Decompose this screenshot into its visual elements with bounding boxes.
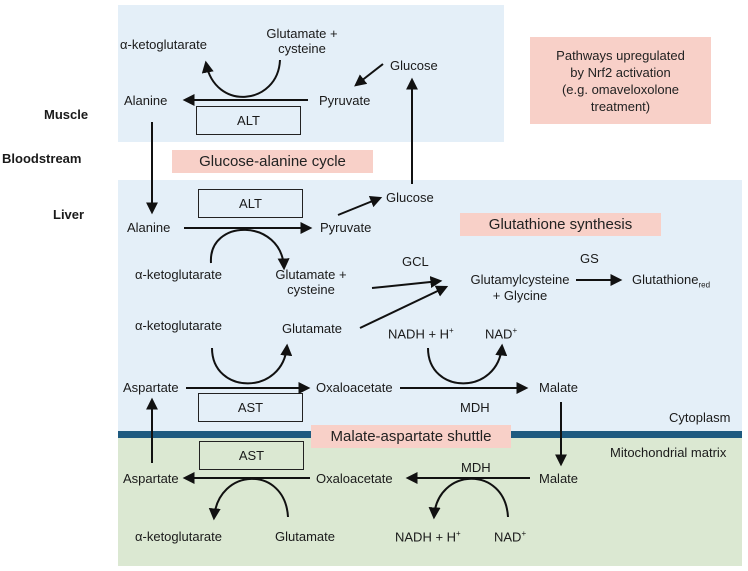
mito-mdh: MDH [461, 460, 491, 475]
cyto-aspartate: Aspartate [123, 380, 179, 395]
liver-nadh-sup: + [449, 326, 454, 335]
liver-nadh-text: NADH + H [388, 326, 450, 342]
legend-line-3: (e.g. omaveloxolone [561, 81, 680, 97]
liver-nadh: NADH + H+ [388, 326, 454, 341]
cyto-mdh: MDH [460, 400, 490, 415]
liver-glutamate-cysteine-line1: Glutamate + [275, 267, 347, 282]
label-liver: Liver [53, 207, 85, 222]
enzyme-ast-mito: AST [199, 441, 304, 470]
glutamylcysteine-line1: Glutamylcysteine [470, 272, 570, 287]
muscle-alanine: Alanine [124, 93, 168, 108]
cyto-oxaloacetate: Oxaloacetate [316, 380, 393, 395]
glutamylcysteine-line2: + Glycine [492, 288, 548, 303]
glutathione-red: Glutathionered [632, 272, 710, 290]
liver-nad-sup: + [512, 326, 518, 335]
glutamylcysteine-glycine: Glutamylcysteine + Glycine [460, 272, 580, 304]
mito-nad: NAD+ [494, 529, 526, 544]
liver-alanine: Alanine [127, 220, 171, 235]
muscle-compartment [118, 5, 504, 142]
muscle-glutamate-cysteine-line1: Glutamate + [266, 26, 338, 41]
liver-glutamate-cysteine-line2: cysteine [287, 282, 335, 297]
mito-nad-sup: + [521, 529, 527, 538]
glucose-alanine-cycle-label: Glucose-alanine cycle [172, 150, 373, 173]
enzyme-ast-cytoplasm: AST [198, 393, 303, 422]
enzyme-alt-liver: ALT [198, 189, 303, 218]
liver-nad-text: NAD [485, 326, 513, 342]
liver-nad: NAD+ [485, 326, 517, 341]
liver-glucose: Glucose [386, 190, 434, 205]
label-muscle: Muscle [44, 107, 89, 122]
glutathione-subscript: red [698, 280, 711, 290]
muscle-glutamate-cysteine-line2: cysteine [278, 41, 326, 56]
liver-akg-2: α-ketoglutarate [135, 318, 223, 333]
muscle-akg: α-ketoglutarate [120, 37, 208, 52]
legend-line-1: Pathways upregulated [556, 47, 685, 63]
mito-oxaloacetate: Oxaloacetate [316, 471, 393, 486]
muscle-glucose: Glucose [390, 58, 438, 73]
liver-pyruvate: Pyruvate [320, 220, 372, 235]
liver-glutamate: Glutamate [282, 321, 342, 336]
label-bloodstream: Bloodstream [2, 151, 82, 166]
muscle-pyruvate: Pyruvate [319, 93, 371, 108]
legend-line-4: treatment) [590, 98, 651, 114]
malate-aspartate-shuttle-label: Malate-aspartate shuttle [311, 425, 511, 448]
glutathione-text: Glutathione [632, 272, 699, 287]
mito-nadh-sup: + [456, 529, 461, 538]
gcl-enzyme: GCL [402, 254, 429, 269]
mito-malate: Malate [539, 471, 579, 486]
mito-nad-text: NAD [494, 529, 522, 545]
mito-aspartate: Aspartate [123, 471, 179, 486]
mito-akg: α-ketoglutarate [135, 529, 223, 544]
mito-nadh-text: NADH + H [395, 529, 457, 545]
enzyme-alt-muscle: ALT [196, 106, 301, 135]
label-mitochondrial-matrix: Mitochondrial matrix [610, 445, 727, 460]
mito-glutamate: Glutamate [275, 529, 335, 544]
cyto-malate: Malate [539, 380, 579, 395]
legend-line-2: by Nrf2 activation [570, 64, 671, 80]
liver-akg-1: α-ketoglutarate [135, 267, 223, 282]
gs-enzyme: GS [580, 251, 599, 266]
mito-nadh: NADH + H+ [395, 529, 461, 544]
glutathione-synthesis-label: Glutathione synthesis [460, 213, 661, 236]
legend-box: Pathways upregulated by Nrf2 activation … [530, 37, 711, 124]
muscle-glutamate-cysteine: Glutamate + cysteine [252, 26, 352, 56]
liver-glutamate-cysteine: Glutamate + cysteine [261, 267, 361, 297]
label-cytoplasm: Cytoplasm [669, 410, 731, 425]
